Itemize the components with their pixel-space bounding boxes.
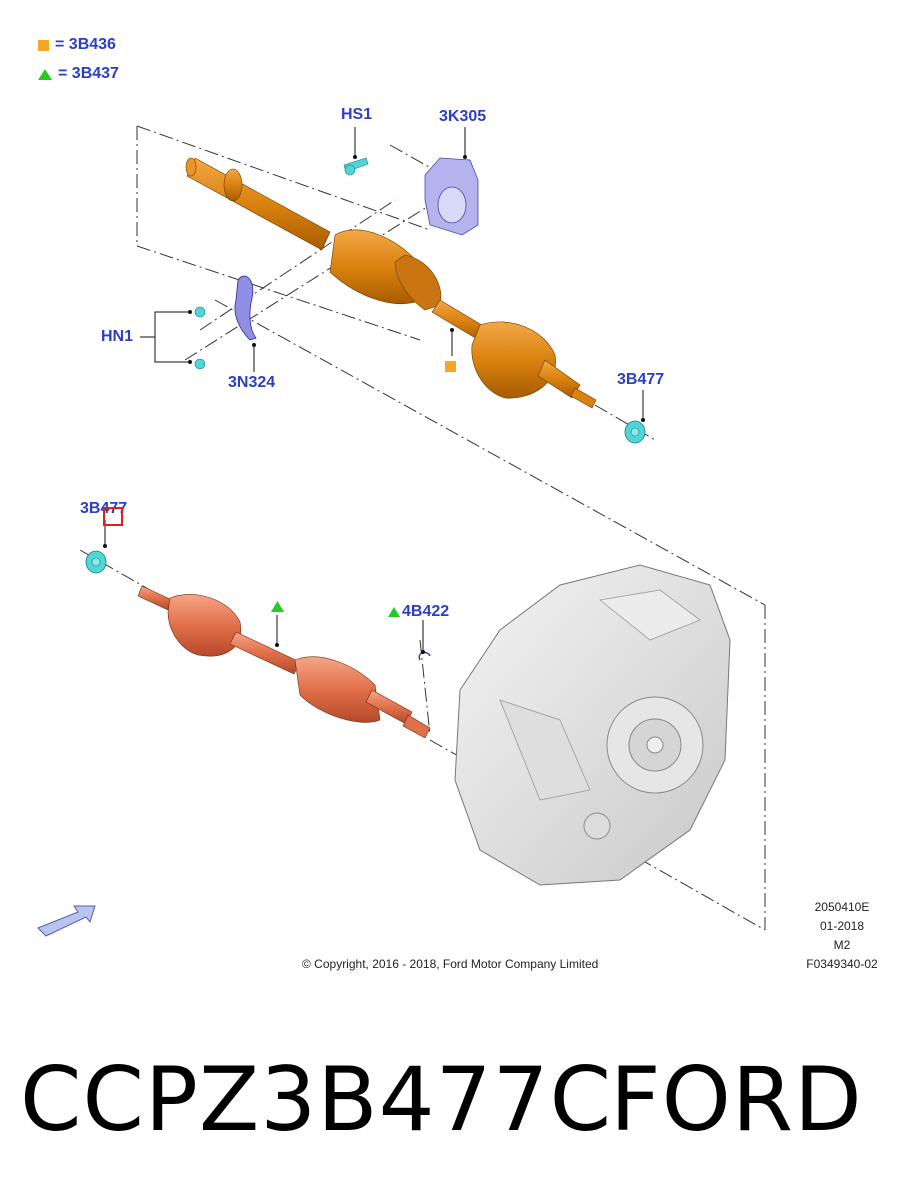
meta-code: 2050410E: [814, 900, 870, 914]
green-triangle-icon: [388, 607, 400, 617]
clamp-3n324: [234, 275, 257, 341]
legend-item-3b436: = 3B436: [38, 36, 116, 54]
callout-3n324: 3N324: [228, 374, 276, 391]
circlip-4b422: [418, 651, 431, 661]
nuts-hn1: [194, 306, 206, 370]
part-number: CCPZ3B477C: [20, 1048, 613, 1151]
bearing-bracket: [424, 157, 479, 236]
legend-label: = 3B436: [55, 36, 116, 53]
diagram-canvas: [37, 125, 766, 937]
leader-dots: [103, 155, 645, 654]
transmission-housing: [454, 564, 731, 886]
nut-3b477-lower: [85, 550, 107, 574]
meta-figure: F0349340-02: [806, 957, 878, 971]
legend-item-3b437: = 3B437: [38, 65, 119, 83]
green-triangle-icon: [38, 68, 52, 80]
callout-hs1: HS1: [341, 106, 373, 123]
callout-4b422: 4B422: [388, 603, 449, 621]
orange-square-marker: [445, 361, 456, 372]
orange-square-icon: [38, 39, 49, 51]
upper-half-shaft: [185, 157, 597, 409]
caption-band: [0, 1000, 912, 1200]
copyright-text: © Copyright, 2016 - 2018, Ford Motor Com…: [302, 957, 599, 971]
brand-name: FORD: [610, 1048, 863, 1151]
callout-4b422-label: 4B422: [402, 603, 450, 620]
green-triangle-marker: [271, 601, 284, 612]
meta-date: 01-2018: [819, 919, 865, 933]
callout-hn1: HN1: [101, 328, 134, 345]
highlight-box: [103, 507, 123, 526]
orientation-arrow-icon: [37, 905, 96, 937]
bolt-hs1: [343, 157, 369, 176]
callout-3k305: 3K305: [439, 108, 487, 125]
legend-label: = 3B437: [58, 65, 119, 82]
lower-half-shaft: [137, 585, 431, 739]
meta-model: M2: [833, 938, 851, 952]
callout-3b477-upper: 3B477: [617, 371, 665, 388]
nut-3b477-upper: [624, 420, 646, 444]
